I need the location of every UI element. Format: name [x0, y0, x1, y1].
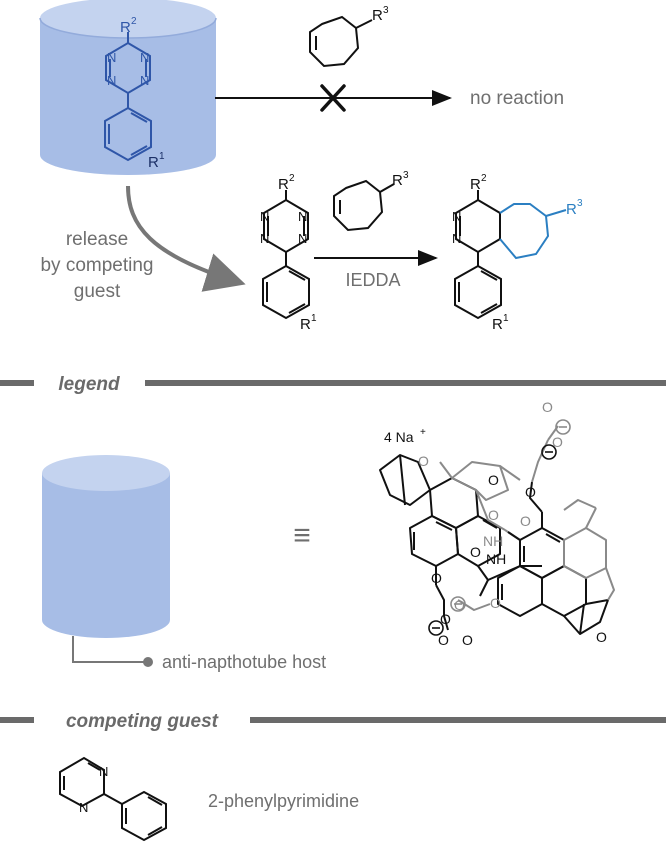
oxygen-atom: O [552, 434, 563, 450]
product-cyclooctane [499, 203, 567, 260]
r1-label-product: R [492, 316, 503, 333]
oxygen-atom: O [418, 453, 429, 469]
r3-label-middle: R [392, 172, 403, 189]
product-pyridazine [454, 190, 502, 320]
r1-label-free: R [300, 316, 311, 333]
napthotube-atoms: O O O O NH NH O O O O O O O O O O O [418, 399, 607, 648]
release-line-1: release [66, 229, 128, 250]
n-atom: N [452, 231, 461, 246]
r2-sup-product: 2 [481, 173, 487, 184]
release-line-3: guest [74, 281, 121, 302]
r2-sup-top: 2 [131, 16, 137, 27]
r3-sup-product: 3 [577, 198, 583, 209]
n-atom: N [107, 50, 116, 65]
host-label: anti-napthotube host [162, 652, 326, 672]
oxygen-atom: O [490, 595, 501, 611]
free-tetrazine [262, 190, 310, 320]
r3-sup-middle: 3 [403, 170, 409, 181]
host-leader-line [72, 636, 146, 663]
blocked-cross-icon [320, 84, 346, 112]
carboxylate-charges [428, 419, 571, 636]
encapsulated-tetrazine [104, 32, 152, 162]
oxygen-atom: O [462, 632, 473, 648]
n-atom: N [99, 764, 108, 779]
release-line-2: by competing [40, 255, 153, 276]
oxygen-atom: O [488, 507, 499, 523]
oxygen-atom: O [488, 472, 499, 488]
n-atom: N [140, 50, 149, 65]
oxygen-atom: O [525, 484, 536, 500]
cyclooctene-middle [333, 179, 395, 232]
n-atom: N [140, 73, 149, 88]
n-atom: N [260, 209, 269, 224]
free-tetrazine-labels: R 2 N N N N R 1 [260, 173, 317, 333]
oxygen-atom: O [438, 632, 449, 648]
sodium-charge: + [420, 427, 426, 438]
release-label: release by competing guest [40, 229, 153, 302]
amide-nh: NH [483, 533, 503, 549]
oxygen-atom: O [470, 544, 481, 560]
r2-label-product: R [470, 176, 481, 193]
napthotube-structure [379, 425, 615, 635]
sodium-counterion: 4 Na [384, 429, 414, 445]
n-atom: N [79, 800, 88, 815]
r2-sup-free: 2 [289, 173, 295, 184]
iedda-label: IEDDA [345, 270, 400, 290]
r3-label-product: R [566, 201, 577, 218]
oxygen-atom: O [440, 611, 451, 627]
no-reaction-label: no reaction [470, 88, 564, 109]
phenylpyrimidine-structure [59, 756, 167, 842]
oxygen-atom: O [520, 513, 531, 529]
r2-label-top: R [120, 19, 131, 36]
r1-sup-free: 1 [311, 313, 317, 324]
pyrimidine-atoms: N N [79, 764, 108, 815]
r1-sup-top: 1 [159, 151, 165, 162]
cyclooctene-top [309, 15, 373, 68]
n-atom: N [107, 73, 116, 88]
r1-sup-product: 1 [503, 313, 509, 324]
legend-heading: legend [58, 374, 120, 395]
r3-sup-top: 3 [383, 5, 389, 16]
n-atom: N [452, 209, 461, 224]
n-atom: N [298, 231, 307, 246]
release-arrow [126, 185, 246, 292]
oxygen-atom: O [596, 629, 607, 645]
encapsulated-tetrazine-labels: R 2 N N N N R 1 [107, 16, 165, 171]
r1-label-top: R [148, 154, 159, 171]
competing-guest-label: 2-phenylpyrimidine [208, 791, 359, 811]
equivalence-symbol: ≡ [293, 519, 311, 552]
r3-label-top: R [372, 7, 383, 24]
r2-label-free: R [278, 176, 289, 193]
n-atom: N [260, 231, 269, 246]
competing-guest-heading: competing guest [66, 711, 219, 732]
host-leader-dot [143, 657, 153, 667]
oxygen-atom: O [542, 399, 553, 415]
n-atom: N [298, 209, 307, 224]
host-cylinder-legend [42, 455, 170, 638]
product-labels: R 2 N N R 1 R 3 [452, 173, 583, 333]
oxygen-atom: O [431, 570, 442, 586]
oxygen-atom: O [454, 597, 465, 613]
amide-nh: NH [486, 551, 506, 567]
